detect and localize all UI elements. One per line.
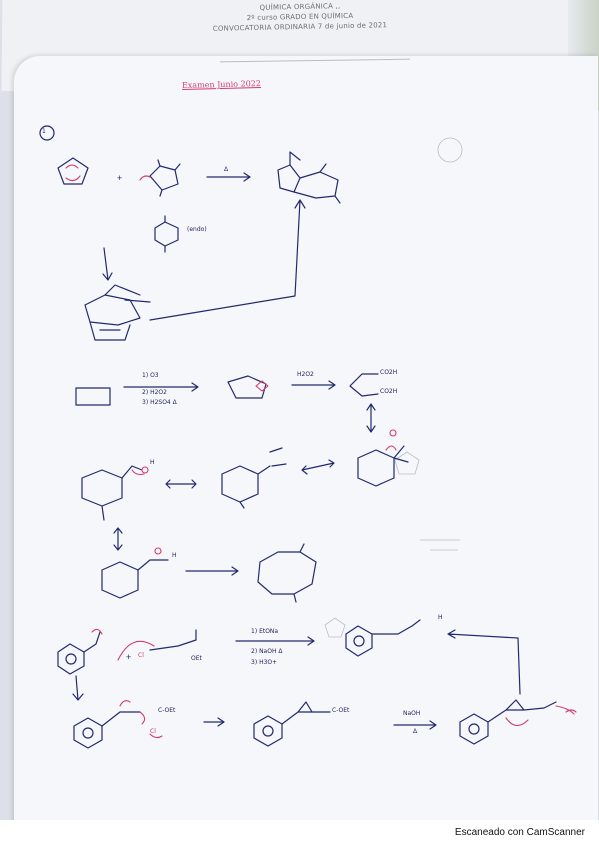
plus-sign-2: + (126, 652, 131, 662)
resonance-arrow-4 (113, 527, 123, 551)
ozone-step1: 1) O3 (142, 372, 159, 379)
intermediate-3 (357, 429, 409, 487)
cyclopentadiene (57, 157, 89, 185)
benzaldehyde (57, 628, 103, 675)
endo-3d-adduct (84, 284, 151, 341)
resonance-arrow-1 (366, 403, 376, 433)
arrow-down-2 (72, 675, 84, 701)
cl-label: Cl (138, 652, 144, 659)
question-number-circle (39, 125, 55, 141)
cl-label-2: Cl (150, 728, 156, 735)
reaction-arrow-7 (393, 720, 437, 730)
delta-label: Δ (224, 166, 229, 173)
oet-label: OEt (191, 655, 202, 662)
acylium-intermediate (101, 547, 169, 599)
h2o2-label: H2O2 (297, 371, 314, 378)
maleic-anhydride (139, 159, 181, 197)
arrow-down-1 (102, 247, 113, 281)
endo-label: (endo) (187, 226, 207, 233)
reagent-2: 2) NaOH Δ (251, 648, 283, 655)
coet-label-2: C-OEt (332, 707, 350, 714)
scanner-watermark: Escaneado con CamScanner (454, 827, 585, 838)
h-label-3: H (438, 614, 443, 621)
co2h-bottom: CO2H (380, 388, 398, 395)
ethyl-chloroacetate (117, 629, 197, 661)
reaction-arrow-3 (291, 380, 336, 390)
reaction-arrow-2 (123, 382, 199, 392)
endo-transition-sketch (154, 215, 179, 253)
reaction-arrow-5 (235, 636, 315, 646)
handwritten-chemistry-drawing: + (39, 125, 577, 749)
glutaric-acid (349, 373, 379, 397)
cyclopentene (75, 387, 111, 406)
epoxy-ester (253, 701, 331, 747)
resonance-arrow-3 (301, 459, 335, 475)
h-label-1: H (150, 459, 155, 466)
endo-adduct (277, 151, 341, 204)
reagent-1: 1) EtONa (251, 628, 279, 635)
naoh-delta-label: Δ (413, 728, 418, 735)
glutaric-anhydride (257, 543, 317, 603)
h-label-2: H (172, 552, 177, 559)
reaction-arrow-4 (185, 566, 239, 576)
co2h-top: CO2H (380, 369, 398, 376)
question-number: 1 (42, 128, 46, 135)
glycidate-anion (459, 699, 577, 745)
ozonide (227, 375, 269, 399)
intermediate-1 (81, 465, 149, 521)
reagent-3: 3) H3O+ (251, 659, 278, 666)
phenylacetaldehyde (345, 619, 421, 657)
coet-label-1: C-OEt (158, 707, 176, 714)
ozone-step3: 3) H2SO4 Δ (142, 399, 177, 406)
intermediate-2 (221, 447, 287, 509)
ozone-step2: 2) H2O2 (142, 389, 167, 396)
bleed-through (324, 137, 463, 638)
answer-sheet (14, 56, 598, 820)
plus-sign: + (117, 173, 122, 183)
arrow-back-to-product (447, 629, 521, 695)
reaction-arrow-1 (206, 172, 251, 182)
naoh-label: NaOH (403, 710, 421, 717)
reaction-arrow-6 (203, 717, 225, 727)
resonance-arrow-2 (165, 479, 197, 489)
arrow-to-adduct (149, 199, 306, 321)
alkoxide-intermediate (73, 700, 163, 749)
scanned-page-background (0, 0, 599, 820)
